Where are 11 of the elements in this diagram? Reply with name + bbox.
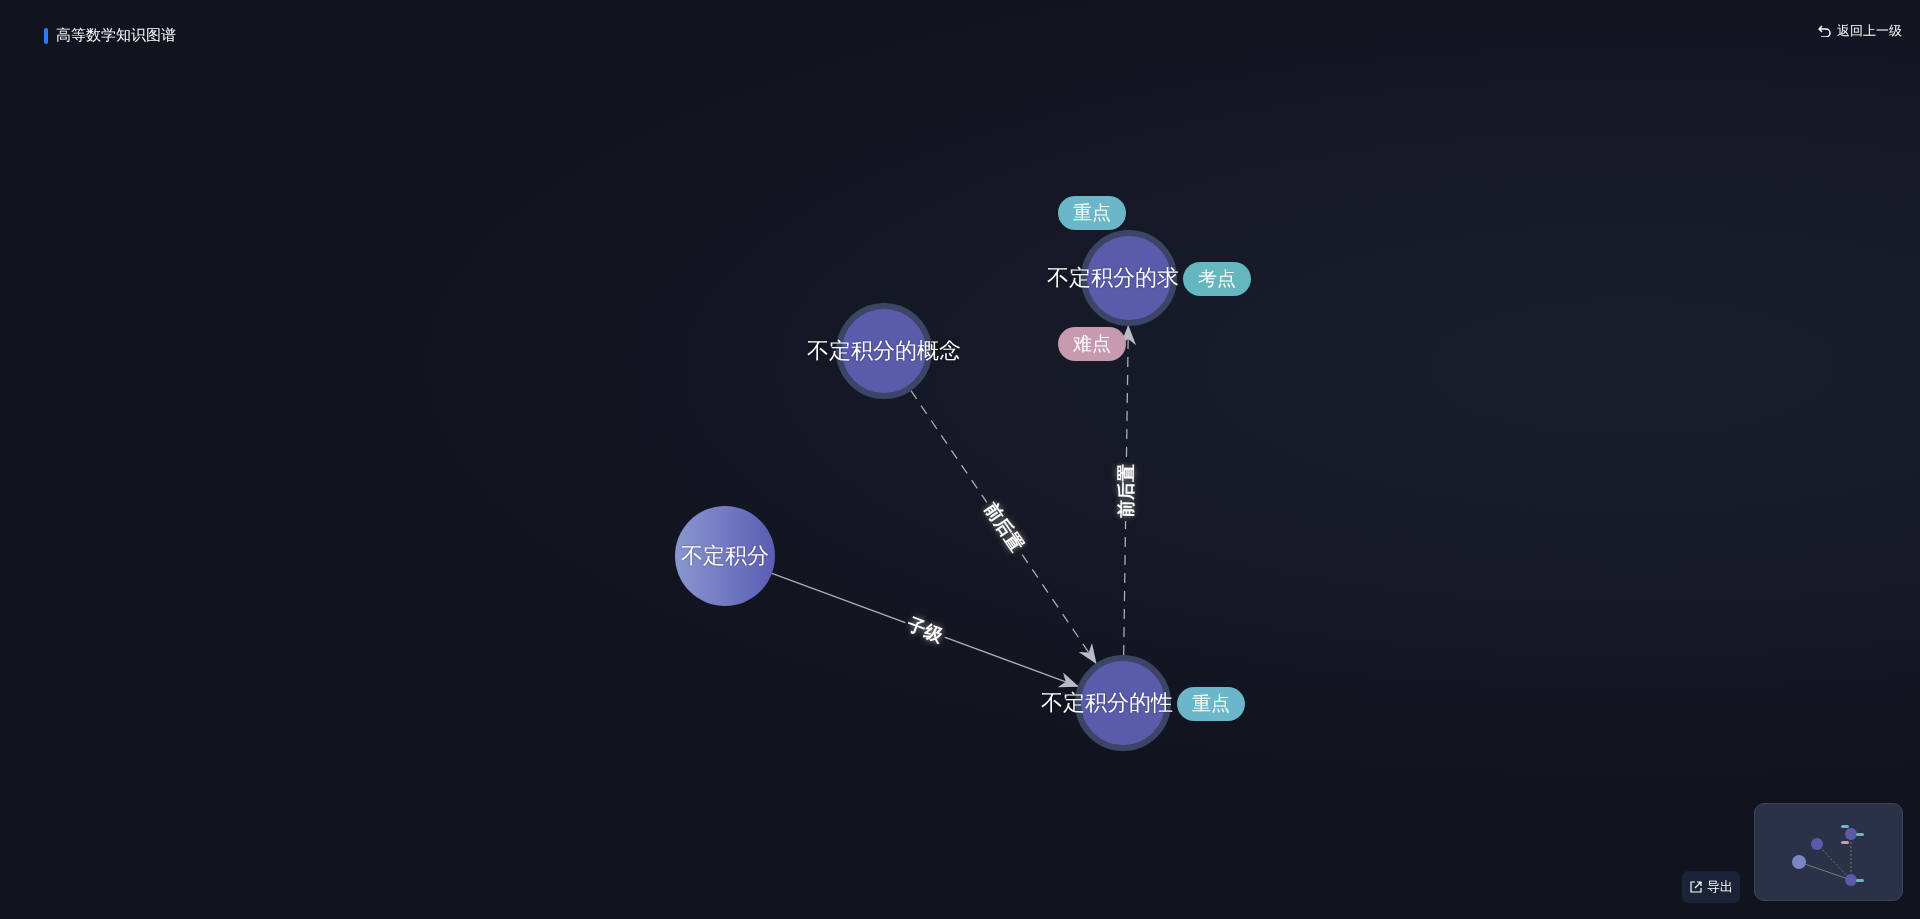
page-title: 高等数学知识图谱 <box>56 26 176 45</box>
concept-node: 不定积分 <box>675 506 775 606</box>
tag-badge: 考点 <box>1183 262 1251 296</box>
arrow <box>771 572 1079 688</box>
concept-node: 不定积分的概念 <box>800 303 968 399</box>
tag-badge: 重点 <box>1058 196 1126 230</box>
arrow <box>910 390 1097 665</box>
back-link: 返回上一级 <box>1837 22 1902 40</box>
tag-badge: 难点 <box>1058 327 1126 361</box>
tag-badge: 重点 <box>1177 687 1245 721</box>
export-button: 导出 <box>1682 871 1740 903</box>
